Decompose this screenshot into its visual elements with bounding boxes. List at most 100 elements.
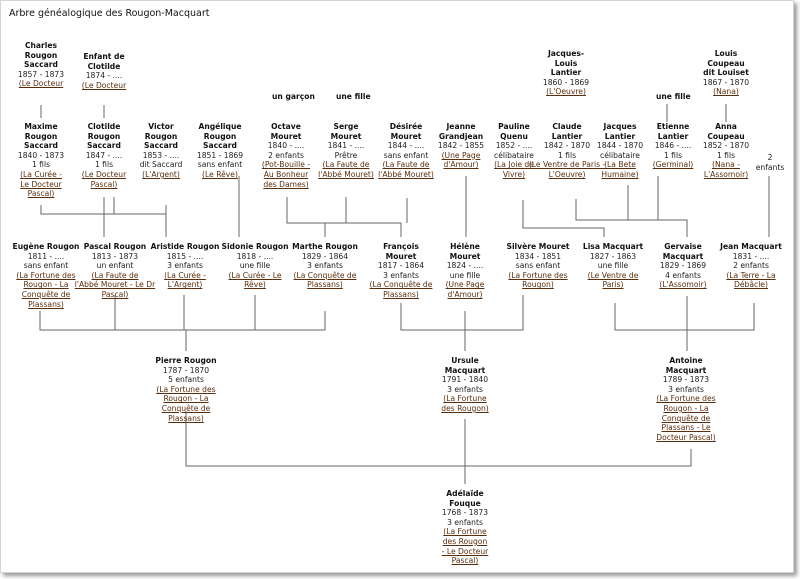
person-dates: 1851 - 1869 (196, 150, 244, 160)
novel-link-loeuvre[interactable]: (L'Oeuvre) (546, 87, 586, 97)
novel-link[interactable]: (Le Ventre de Paris - (528, 160, 606, 170)
page-title: Arbre généalogique des Rougon-Macquart (9, 8, 210, 19)
novel-link[interactable]: (La Fortune des (656, 394, 716, 404)
novel-link[interactable]: (La Faute de (382, 160, 430, 170)
novel-link[interactable]: l'Abbé Mouret - Le Dr Pascal) (74, 280, 156, 299)
novel-link[interactable]: (La Bete (604, 160, 636, 170)
novel-link[interactable]: Conquête de Plassans) (21, 289, 71, 309)
novel-link[interactable]: (La Fortune des (16, 270, 76, 280)
person-info: sans enfant (515, 261, 561, 271)
person-info: 2 enfants (268, 150, 304, 160)
novel-link[interactable]: (La Conquête de (369, 280, 433, 290)
label-une-fille-1: une fille (336, 92, 371, 101)
novel-link[interactable]: (La Fortune des (508, 270, 568, 280)
novel-link[interactable]: Le Docteur (20, 179, 62, 189)
novel-link-le-docteur-pascal[interactable]: (Le Docteur (18, 79, 64, 89)
novel-link[interactable]: Au Bonheur (263, 169, 309, 179)
novel-link[interactable]: Plassans) (307, 280, 343, 290)
novel-link[interactable]: (La Terre - La (726, 270, 776, 280)
person-dates: 1844 - .... (387, 141, 425, 151)
novel-link[interactable]: Conquête de (661, 413, 711, 423)
novel-link[interactable]: (La Curée - Le (228, 270, 282, 280)
novel-link[interactable]: (Germinal) (652, 160, 694, 170)
novel-link[interactable]: (L'Assomoir) (659, 280, 707, 290)
novel-link[interactable]: Plassans) (168, 413, 204, 423)
novel-link[interactable]: Rêve) (244, 280, 266, 290)
person-info: 5 enfants (168, 375, 204, 385)
novel-link[interactable]: (Une Page (445, 280, 485, 290)
novel-link[interactable]: des Rougon (442, 536, 488, 546)
person-info: célibataire (494, 150, 534, 160)
label-un-garcon: un garçon (272, 92, 315, 101)
person-name: Lisa Macquart (582, 242, 644, 251)
novel-link-le-docteur-pascal[interactable]: (Le Docteur (81, 80, 127, 90)
novel-link[interactable]: (Pot-Bouille - (261, 160, 311, 170)
novel-link[interactable]: Rougon - La (163, 394, 209, 404)
novel-link[interactable]: (La Curée - (20, 169, 62, 179)
novel-link[interactable]: d'Amour) (447, 289, 483, 299)
person-dates: 1867 - 1870 (702, 77, 750, 87)
novel-link[interactable]: l'Abbé Mouret) (318, 169, 374, 179)
novel-link[interactable]: (La Faute de (322, 160, 370, 170)
novel-link[interactable]: d'Amour) (443, 160, 479, 170)
novel-link-nana[interactable]: (Nana) (713, 87, 739, 97)
person-jean-macquart: Jean Macquart 1831 - .... 2 enfants (La … (712, 242, 790, 290)
novel-link[interactable]: L'Assomoir) (703, 169, 749, 179)
novel-link[interactable]: (La Fortune des (156, 384, 216, 394)
novel-link[interactable]: (L'Argent) (142, 169, 180, 179)
novel-link[interactable]: Plassans - Le Docteur Pascal) (656, 423, 716, 442)
novel-link[interactable]: des Rougon) (441, 403, 489, 413)
novel-link[interactable]: Pascal) (90, 179, 118, 189)
person-dates: 1847 - .... (85, 150, 123, 160)
novel-link[interactable]: - Le Docteur (441, 546, 489, 556)
novel-link[interactable]: L'Oeuvre) (548, 169, 586, 179)
novel-link[interactable]: Vivre) (502, 169, 526, 179)
novel-link[interactable]: (La Curée - (164, 270, 206, 280)
person-aristide-rougon: Aristide Rougon 1815 - .... 3 enfants (L… (144, 242, 226, 290)
novel-link[interactable]: Plassans) (383, 289, 419, 299)
person-dates: 1831 - .... (732, 251, 770, 261)
novel-link[interactable]: Paris) (602, 280, 624, 290)
novel-link[interactable]: l'Abbé Mouret) (378, 169, 434, 179)
person-dates: 1818 - .... (236, 251, 274, 261)
novel-link[interactable]: Pascal) (451, 556, 479, 566)
novel-link[interactable]: (Une Page (441, 150, 481, 160)
novel-link[interactable]: (La Fortune (443, 394, 487, 404)
novel-link[interactable]: (La Conquête de (293, 270, 357, 280)
person-info: dit Saccard (139, 160, 183, 170)
novel-link[interactable]: Pascal) (27, 189, 55, 199)
novel-link[interactable]: (Le Rêve) (202, 169, 238, 179)
novel-link[interactable]: Humaine) (601, 169, 639, 179)
novel-link[interactable]: Débâcle) (734, 280, 768, 290)
novel-link[interactable]: (Le Ventre de (587, 270, 639, 280)
person-name: Pascal Rougon (83, 242, 147, 251)
novel-link[interactable]: Rougon - La (23, 280, 69, 290)
novel-link[interactable]: (Le Docteur (81, 169, 127, 179)
novel-link[interactable]: Rougon) (522, 280, 554, 290)
novel-link[interactable]: (La Faute de (91, 270, 139, 280)
person-info: 1 fils (31, 160, 51, 170)
novel-link[interactable]: (Nana - (712, 160, 740, 170)
novel-link[interactable]: (La Joie de (494, 160, 534, 170)
novel-link[interactable]: (La Fortune (443, 527, 487, 537)
person-info: une fille (449, 270, 481, 280)
person-info: 1 fils (663, 150, 683, 160)
novel-link[interactable]: Conquête de (161, 403, 211, 413)
novel-link[interactable]: Rougon - La (663, 403, 709, 413)
person-info: une fille (597, 261, 629, 271)
novel-link[interactable]: L'Argent) (167, 280, 203, 290)
person-info: 3 enfants (447, 517, 483, 527)
novel-link[interactable]: des Dames) (263, 179, 309, 189)
